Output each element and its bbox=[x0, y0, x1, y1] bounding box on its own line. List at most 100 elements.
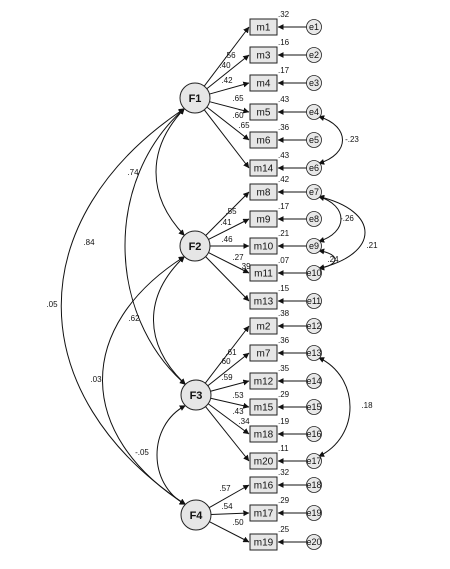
error-label-e9: e9 bbox=[309, 241, 319, 251]
covariance-label-f2-f3: .62 bbox=[128, 314, 140, 323]
covariance-label-f3-f4: -.05 bbox=[135, 448, 149, 457]
observed-label-m6: m6 bbox=[257, 136, 271, 147]
loading-path-f4-m16 bbox=[208, 484, 250, 509]
loading-path-f1-m6 bbox=[206, 106, 250, 141]
latent-f2 bbox=[179, 230, 211, 262]
observed-label-m7: m7 bbox=[257, 349, 271, 360]
error-label-e10: e10 bbox=[306, 268, 321, 278]
latent-f3 bbox=[180, 379, 212, 411]
error-e17 bbox=[306, 453, 322, 469]
r2-m6: .36 bbox=[278, 123, 290, 132]
error-label-e12: e12 bbox=[306, 321, 321, 331]
observed-label-m16: m16 bbox=[254, 481, 274, 492]
error-e16 bbox=[306, 426, 322, 442]
observed-m4 bbox=[249, 74, 278, 92]
error-covariance-e7-e10 bbox=[318, 194, 366, 271]
loading-m19: .50 bbox=[232, 518, 244, 527]
error-e19 bbox=[306, 505, 322, 521]
loading-path-f1-m5 bbox=[209, 101, 250, 114]
r2-m15: .29 bbox=[278, 390, 290, 399]
observed-m17 bbox=[249, 504, 278, 522]
error-e4 bbox=[306, 104, 322, 120]
observed-label-m13: m13 bbox=[254, 297, 274, 308]
loading-path-f3-m18 bbox=[207, 403, 250, 435]
error-e1 bbox=[306, 19, 322, 35]
error-label-e13: e13 bbox=[306, 348, 321, 358]
observed-m11 bbox=[249, 264, 278, 282]
error-e5 bbox=[306, 132, 322, 148]
loading-path-f2-m8 bbox=[205, 191, 250, 236]
observed-m19 bbox=[249, 533, 278, 551]
error-label-e5: e5 bbox=[309, 135, 319, 145]
observed-m6 bbox=[249, 131, 278, 149]
loading-path-f3-m12 bbox=[210, 379, 250, 392]
loading-m10: .46 bbox=[221, 235, 233, 244]
loading-m16: .57 bbox=[219, 484, 231, 493]
covariance-curves-layer bbox=[60, 108, 366, 505]
loading-path-f3-m20 bbox=[205, 406, 250, 462]
observed-label-m1: m1 bbox=[257, 23, 271, 34]
error-label-e1: e1 bbox=[309, 22, 319, 32]
r2-m3: .16 bbox=[278, 38, 290, 47]
covariance-f2-f3 bbox=[153, 256, 186, 385]
loading-m13: .39 bbox=[239, 262, 251, 271]
latent-f4 bbox=[180, 499, 212, 531]
observed-m9 bbox=[249, 210, 278, 228]
observed-label-m12: m12 bbox=[254, 377, 274, 388]
r2-m19: .25 bbox=[278, 525, 290, 534]
observed-label-m5: m5 bbox=[257, 108, 271, 119]
latent-label-f4: F4 bbox=[190, 510, 204, 522]
loading-m12: .59 bbox=[221, 373, 233, 382]
loading-m4: .42 bbox=[221, 76, 233, 85]
covariance-label-f2-f4: .03 bbox=[90, 375, 102, 384]
error-label-e19: e19 bbox=[306, 508, 321, 518]
r2-m8: .42 bbox=[278, 175, 290, 184]
observed-m16 bbox=[249, 476, 278, 494]
observed-label-m10: m10 bbox=[254, 242, 274, 253]
observed-m3 bbox=[249, 46, 278, 64]
r2-m20: .11 bbox=[278, 444, 289, 453]
observed-label-m3: m3 bbox=[257, 51, 271, 62]
r2-m14: .43 bbox=[278, 151, 290, 160]
loading-m15: .53 bbox=[232, 391, 244, 400]
error-e10 bbox=[306, 265, 322, 281]
error-covariance-e7-e9 bbox=[318, 195, 342, 243]
observed-label-m11: m11 bbox=[254, 269, 273, 280]
observed-m1 bbox=[249, 18, 278, 36]
latent-f1 bbox=[179, 82, 211, 114]
observed-label-m8: m8 bbox=[257, 188, 271, 199]
loading-path-f1-m1 bbox=[203, 26, 250, 87]
error-label-e11: e11 bbox=[307, 296, 321, 306]
error-label-e7: e7 bbox=[309, 187, 319, 197]
error-label-e4: e4 bbox=[309, 107, 319, 117]
error-e11 bbox=[306, 293, 322, 309]
error-e7 bbox=[306, 184, 322, 200]
loading-m9: .41 bbox=[220, 218, 232, 227]
error-e12 bbox=[306, 318, 322, 334]
loading-m2: .61 bbox=[225, 348, 237, 357]
covariance-f2-f4 bbox=[102, 256, 186, 505]
error-label-e6: e6 bbox=[309, 163, 319, 173]
covariance-label-f1-f4: .05 bbox=[46, 300, 58, 309]
error-e9 bbox=[306, 238, 322, 254]
error-label-e20: e20 bbox=[306, 537, 321, 547]
loading-path-f4-m17 bbox=[210, 510, 250, 517]
covariance-f1-f4 bbox=[60, 108, 186, 505]
loading-path-f2-m13 bbox=[205, 256, 250, 302]
covariance-f1-f3 bbox=[124, 108, 186, 385]
error-covariance-e13-e17 bbox=[318, 357, 351, 457]
error-e8 bbox=[306, 211, 322, 227]
r2-m17: .29 bbox=[278, 496, 290, 505]
error-covariance-label-e4-e6: -.23 bbox=[345, 135, 359, 144]
loading-path-f1-m3 bbox=[206, 54, 250, 90]
error-covariance-e4-e6 bbox=[318, 115, 343, 165]
r2-m11: .07 bbox=[278, 256, 290, 265]
covariance-f1-f2 bbox=[155, 108, 185, 236]
loading-m3: .40 bbox=[219, 61, 231, 70]
numeric-labels-layer: .32.56.16.40.17.42.43.65.36.60.43.65.42.… bbox=[46, 10, 378, 534]
error-e14 bbox=[306, 373, 322, 389]
loading-m5: .65 bbox=[232, 94, 244, 103]
loading-path-f3-m2 bbox=[204, 325, 250, 384]
observed-label-m2: m2 bbox=[257, 322, 271, 333]
